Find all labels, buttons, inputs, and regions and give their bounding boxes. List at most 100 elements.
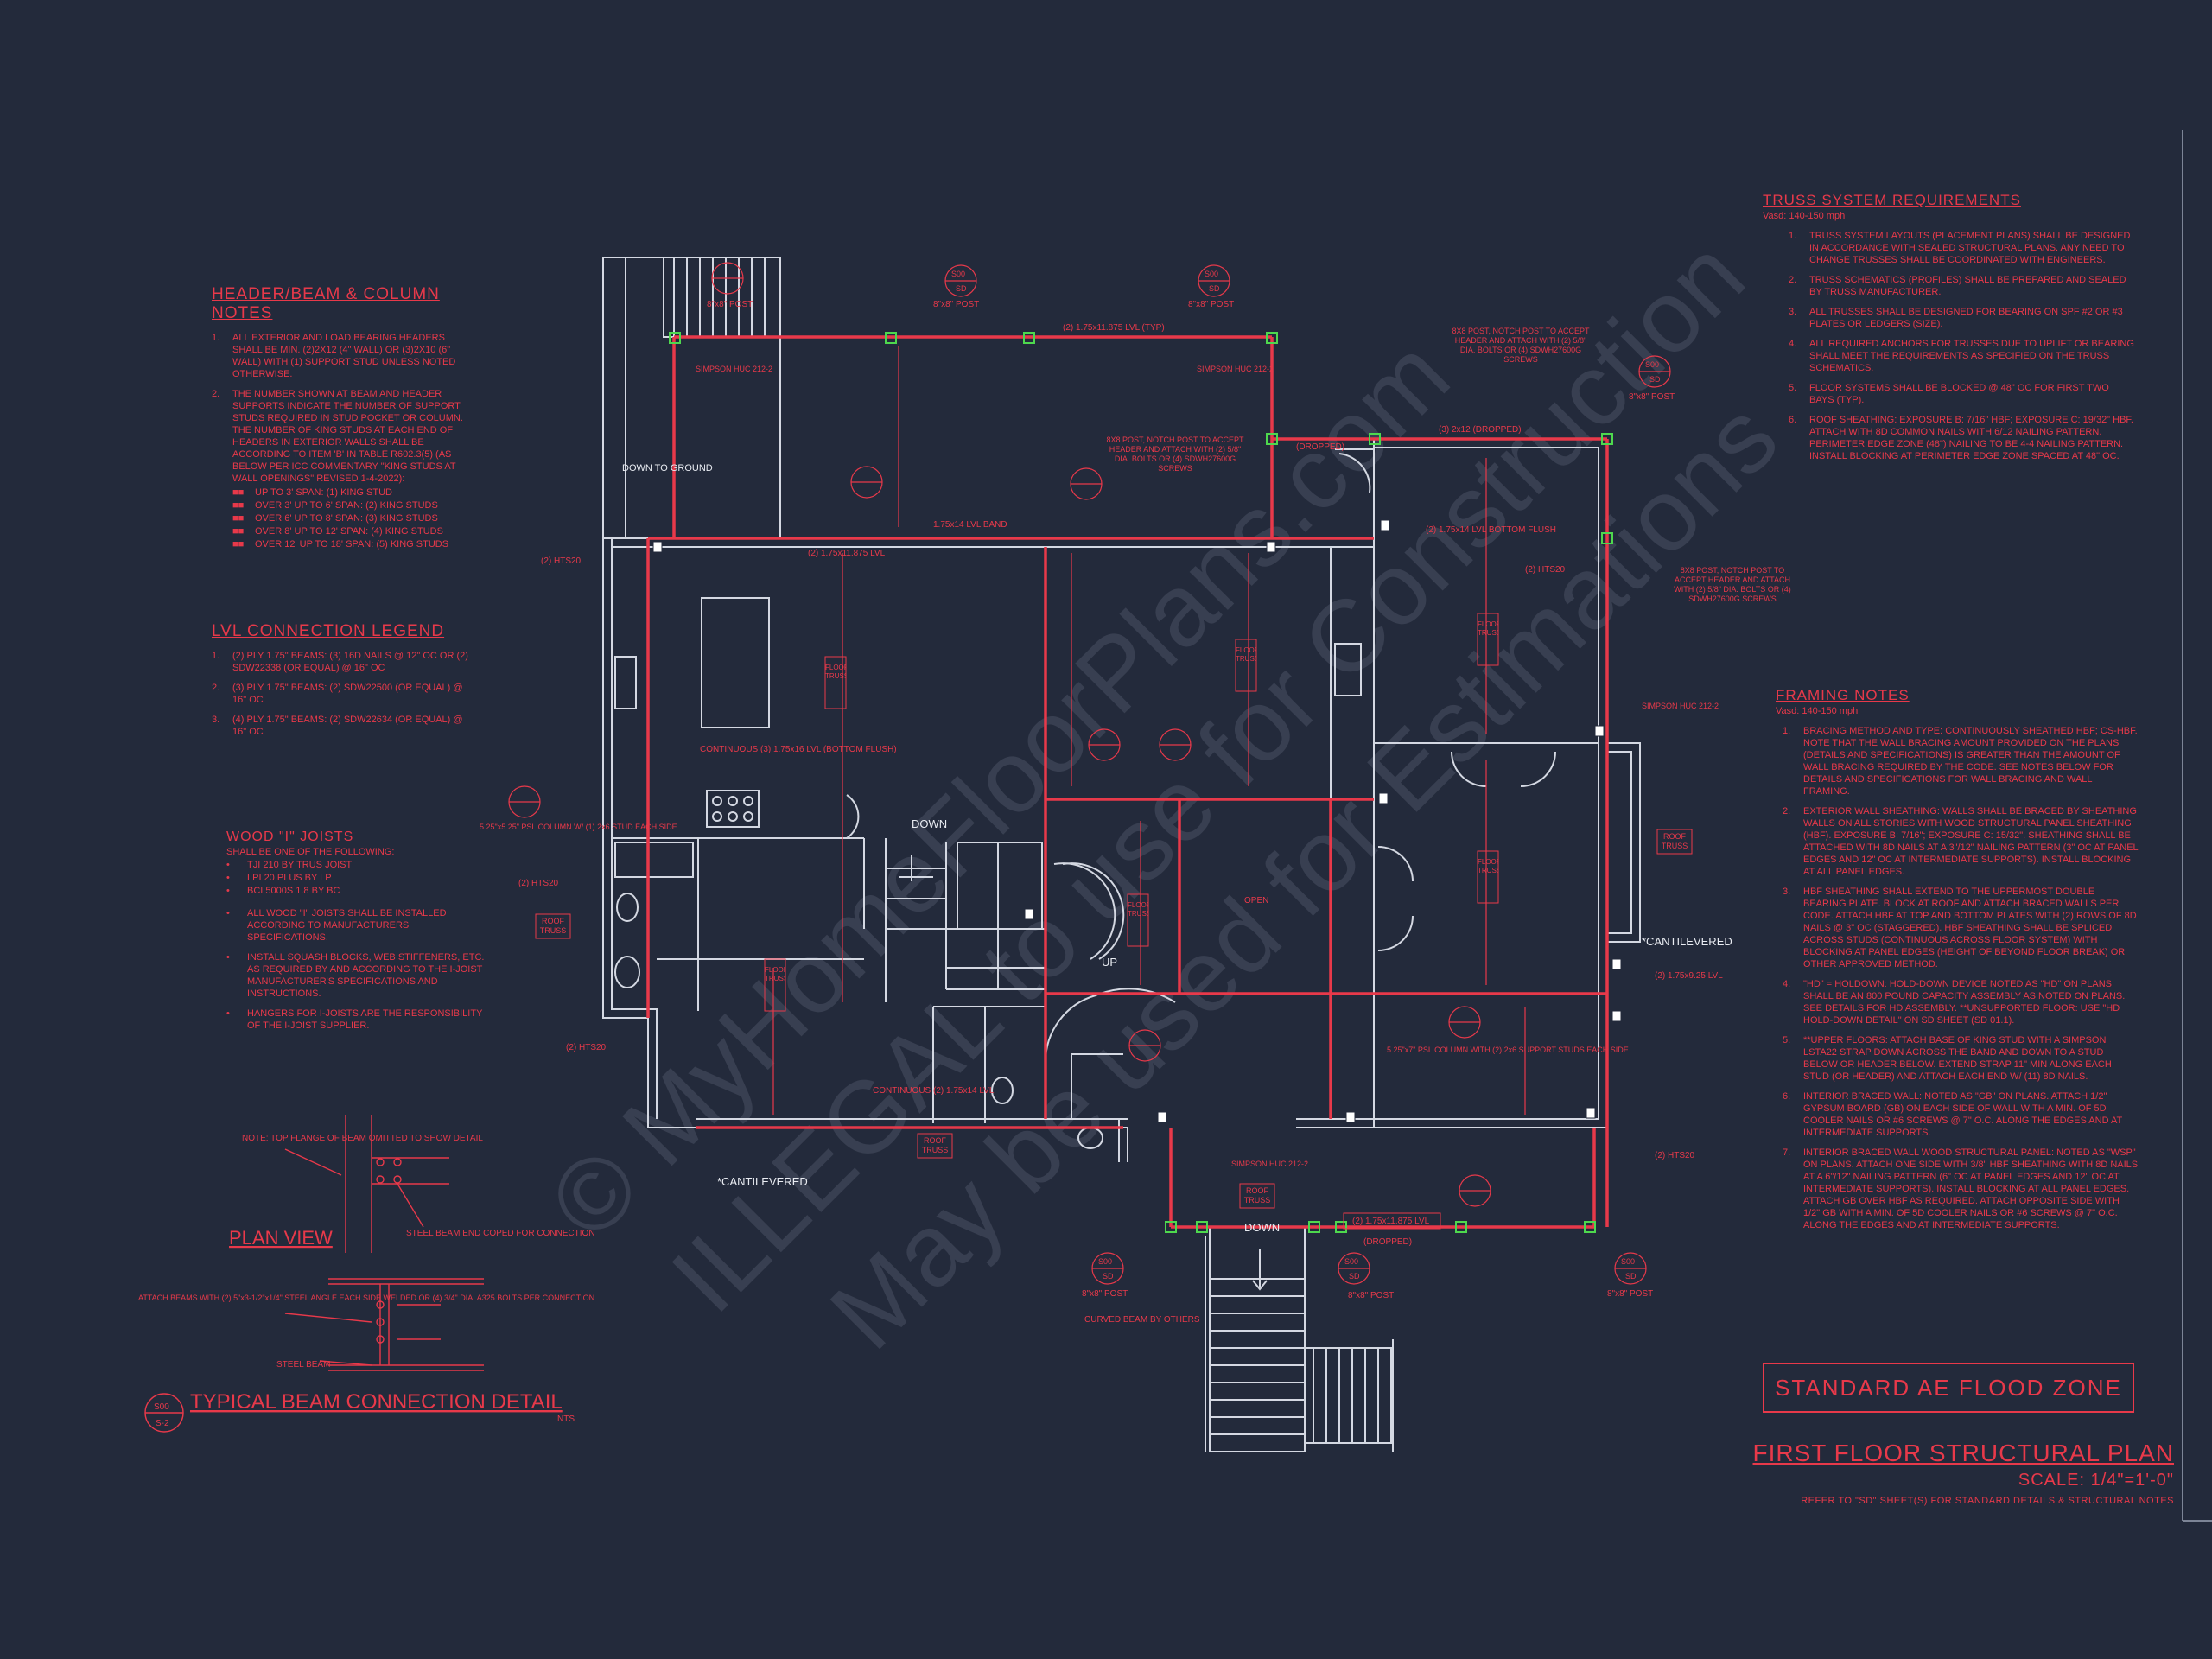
lvl-legend-item: 3.(4) PLY 1.75" BEAMS: (2) SDW22634 (OR … [212, 715, 463, 737]
lvl-label-2: (2) 1.75x9.25 LVL [1655, 971, 1723, 981]
truss-tags: ROOF TRUSS ROOF TRUSS ROOF TRUSS ROOF TR… [535, 613, 1693, 1230]
sheet-scale: SCALE: 1/4"=1'-0" [2018, 1471, 2174, 1490]
joist-note: •INSTALL SQUASH BLOCKS, WEB STIFFENERS, … [226, 952, 485, 999]
framing-note: 6.INTERIOR BRACED WALL: NOTED AS "GB" ON… [1783, 1091, 2123, 1138]
truss-system-requirements: TRUSS SYSTEM REQUIREMENTS Vasd: 140-150 … [1763, 192, 2134, 470]
down-label-2: DOWN [1244, 1221, 1280, 1234]
roof-truss-tag: ROOF TRUSS [1661, 832, 1688, 850]
lvl-label-1: (2) 1.75x11.875 LVL [808, 549, 886, 558]
header-beam-notes: HEADER/BEAM & COLUMN NOTES 1.ALL EXTERIO… [212, 285, 471, 558]
roof-truss-tag: ROOF TRUSS [1243, 1186, 1271, 1205]
joist-note: •HANGERS FOR I-JOISTS ARE THE RESPONSIBI… [226, 1008, 483, 1031]
psl-column-label-1: 5.25"x5.25" PSL COLUMN W/ (1) 2x6 STUD E… [480, 823, 677, 831]
roof-truss-tag: ROOF TRUSS [921, 1136, 949, 1154]
continuous-lvl-label-2: CONTINUOUS (2) 1.75x14 LVL [873, 1086, 995, 1096]
simpson-hanger-label: SIMPSON HUC 212-2 [1197, 365, 1274, 373]
post-label: 8"x8" POST [1082, 1289, 1128, 1299]
plan-posts [669, 332, 1613, 1233]
king-stud-rule: ■■OVER 8' UP TO 12' SPAN: (4) KING STUDS [232, 526, 443, 537]
detail-tag-sheet: S-2 [156, 1419, 169, 1428]
attach-beams-note: ATTACH BEAMS WITH (2) 5"x3-1/2"x1/4" STE… [138, 1294, 594, 1302]
lvl-connection-legend: LVL CONNECTION LEGEND 1.(2) PLY 1.75" BE… [212, 622, 471, 746]
framing-note: 5.**UPPER FLOORS: ATTACH BASE OF KING ST… [1783, 1035, 2112, 1082]
joist-type: •BCI 5000s 1.8 BY BC [226, 886, 340, 896]
sheet-title: FIRST FLOOR STRUCTURAL PLAN [1752, 1440, 2174, 1466]
lvl-bottom-flush-label: (2) 1.75x14 LVL BOTTOM FLUSH [1426, 525, 1556, 535]
note-top-flange: NOTE: TOP FLANGE OF BEAM OMITTED TO SHOW… [242, 1134, 483, 1143]
post-tag-sheet: SD [956, 284, 967, 293]
post-label: 8"x8" POST [933, 300, 979, 309]
plan-markers [652, 519, 1622, 1123]
truss-req-item: 3.ALL TRUSSES SHALL BE DESIGNED FOR BEAR… [1789, 307, 2123, 329]
framing-notes-sub: Vasd: 140-150 mph [1776, 706, 1859, 716]
flood-zone-box: STANDARD AE FLOOD ZONE [1763, 1363, 2134, 1413]
hts-label: (2) HTS20 [1655, 1151, 1695, 1160]
framing-notes-title: FRAMING NOTES [1776, 687, 1910, 703]
post-tag-number: S00 [1645, 360, 1659, 369]
open-label: OPEN [1244, 896, 1268, 906]
plan-dimension-lines [772, 346, 1526, 1115]
post-label: 8"x8" POST [1607, 1289, 1653, 1299]
psl-column-label-2: 5.25"x7" PSL COLUMN WITH (2) 2x6 SUPPORT… [1387, 1046, 1629, 1054]
header-note-1: 1.ALL EXTERIOR AND LOAD BEARING HEADERS … [212, 333, 456, 379]
bottom-beam-label: (2) 1.75x11.875 LVL [1352, 1217, 1430, 1226]
joist-type: •TJI 210 BY TRUS JOIST [226, 860, 353, 870]
detail-title: TYPICAL BEAM CONNECTION DETAIL [190, 1390, 563, 1414]
cantilevered-label-2: *CANTILEVERED [1642, 935, 1732, 948]
hts-label: (2) HTS20 [541, 556, 582, 566]
post-tag-number: S00 [1098, 1257, 1112, 1266]
king-stud-rule: ■■OVER 6' UP TO 8' SPAN: (3) KING STUDS [232, 513, 438, 524]
post-tag-number: S00 [1205, 270, 1218, 278]
steel-beam-label: STEEL BEAM [276, 1360, 330, 1370]
floor-truss-tag: FLOOR TRUSS [1236, 646, 1256, 663]
curved-beam-label: CURVED BEAM BY OTHERS [1084, 1315, 1200, 1325]
beam-connection-detail: NOTE: TOP FLANGE OF BEAM OMITTED TO SHOW… [138, 1115, 595, 1433]
lvl-legend-title: LVL CONNECTION LEGEND [212, 622, 445, 640]
post-note-3: 8x8 POST, NOTCH POST TO ACCEPT HEADER AN… [1674, 566, 1791, 603]
truss-req-sub: Vasd: 140-150 mph [1763, 211, 1846, 221]
continuous-lvl-label: CONTINUOUS (3) 1.75x16 LVL (BOTTOM FLUSH… [700, 745, 897, 754]
hts-label: (2) HTS20 [518, 879, 559, 888]
cantilevered-label-1: *CANTILEVERED [717, 1175, 808, 1188]
wood-joists-title: WOOD "I" JOISTS [226, 830, 354, 844]
joist-note: •ALL WOOD "I" JOISTS SHALL BE INSTALLED … [226, 908, 447, 943]
post-label: 8"x8" POST [707, 300, 753, 309]
top-beam-label: (2) 1.75x11.875 LVL (TYP) [1063, 323, 1165, 333]
floor-truss-tag: FLOOR TRUSS [765, 966, 785, 982]
lvl-legend-item: 2.(3) PLY 1.75" BEAMS: (2) SDW22500 (OR … [212, 683, 463, 705]
wood-joists-intro: SHALL BE ONE OF THE FOLLOWING: [226, 847, 395, 857]
post-note-1: 8x8 POST, NOTCH POST TO ACCEPT HEADER AN… [1452, 327, 1590, 364]
king-stud-rule: ■■OVER 3' UP TO 6' SPAN: (2) KING STUDS [232, 500, 438, 511]
down-label-1: DOWN [912, 817, 947, 830]
post-tag-sheet: SD [1625, 1272, 1637, 1281]
steel-beam-end-note: STEEL BEAM END COPED FOR CONNECTION [406, 1229, 595, 1238]
floor-truss-tag: FLOOR TRUSS [1478, 620, 1498, 637]
roof-truss-tag: ROOF TRUSS [539, 917, 567, 935]
post-tag-number: S00 [1621, 1257, 1635, 1266]
truss-req-item: 1.TRUSS SYSTEM LAYOUTS (PLACEMENT PLANS)… [1789, 231, 2131, 265]
truss-req-title: TRUSS SYSTEM REQUIREMENTS [1763, 192, 2021, 208]
framing-note: 2.EXTERIOR WALL SHEATHING: WALLS SHALL B… [1783, 806, 2139, 877]
post-tag-sheet: SD [1103, 1272, 1114, 1281]
down-to-ground-label: DOWN TO GROUND [622, 463, 713, 474]
detail-tag-number: S00 [154, 1402, 169, 1412]
hts-label: (2) HTS20 [1525, 565, 1566, 575]
floor-truss-tag: FLOOR TRUSS [825, 664, 846, 680]
plan-labels: DOWN TO GROUND DOWN DOWN UP *CANTILEVERE… [480, 300, 1732, 1325]
framing-notes: FRAMING NOTES Vasd: 140-150 mph 1.BRACIN… [1776, 687, 2139, 1239]
king-stud-rule: ■■UP TO 3' SPAN: (1) KING STUD [232, 487, 392, 498]
dropped-label: (DROPPED) [1296, 442, 1344, 452]
post-label: 8"x8" POST [1348, 1291, 1394, 1300]
right-top-beam-label: (3) 2x12 (DROPPED) [1439, 425, 1522, 435]
dropped-label: (DROPPED) [1363, 1237, 1412, 1247]
header-note-2: 2.THE NUMBER SHOWN AT BEAM AND HEADER SU… [212, 388, 471, 550]
post-label: 8"x8" POST [1629, 392, 1675, 402]
simpson-hanger-label: SIMPSON HUC 212-2 [1642, 702, 1719, 710]
framing-note: 3.HBF SHEATHING SHALL EXTEND TO THE UPPE… [1783, 887, 2137, 969]
post-notes: 8x8 POST, NOTCH POST TO ACCEPT HEADER AN… [1106, 327, 1791, 603]
band-beam-label: 1.75x14 LVL BAND [933, 520, 1007, 530]
lvl-legend-item: 1.(2) PLY 1.75" BEAMS: (3) 16d NAILS @ 1… [212, 651, 468, 673]
header-notes-title: HEADER/BEAM & COLUMN NOTES [212, 285, 440, 322]
